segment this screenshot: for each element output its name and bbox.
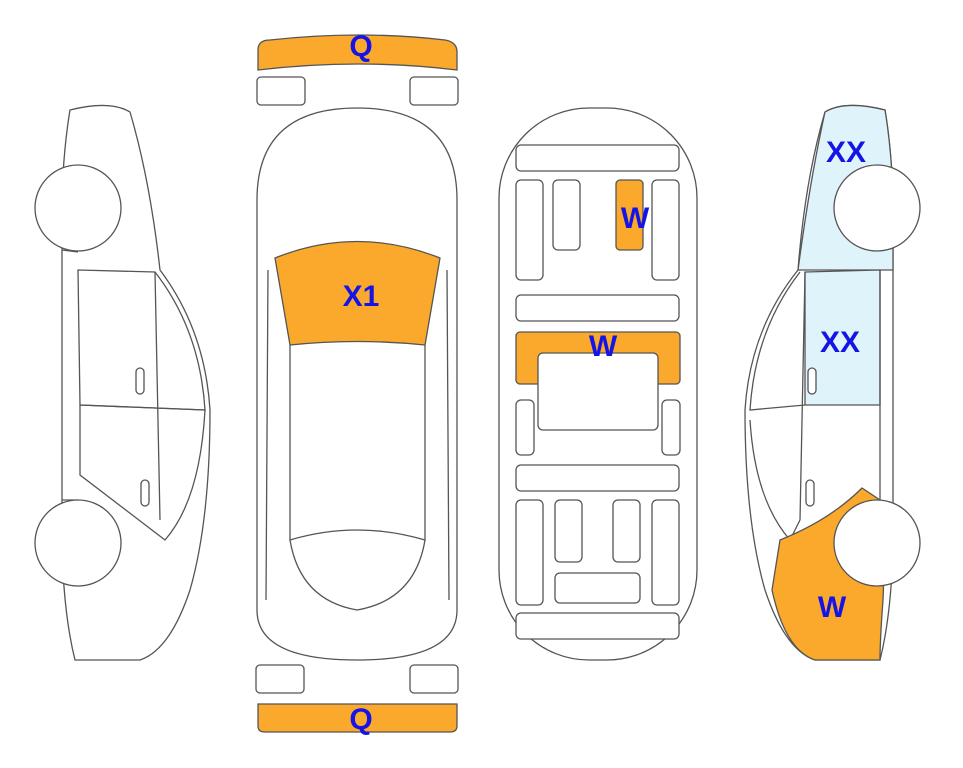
rear-bumper-damage[interactable]: [257, 703, 458, 733]
front-right-light: [409, 76, 459, 106]
left-rear-wheel: [34, 499, 122, 587]
right-rear-wheel: [833, 499, 921, 587]
front-bumper-damage[interactable]: [257, 34, 458, 71]
underbody-front-label: W: [621, 202, 650, 235]
front-left-light: [256, 76, 306, 106]
left-front-door-handle: [135, 367, 145, 395]
top-body: [256, 107, 458, 661]
underbody-front-damage[interactable]: [615, 179, 644, 251]
right-rear-quarter-label: W: [818, 591, 847, 624]
top-view: Q X1 Q: [255, 30, 459, 736]
right-side-view: XX XX W: [744, 104, 921, 661]
front-bumper-label: Q: [349, 30, 372, 63]
rear-left-light: [255, 664, 305, 694]
left-front-wheel: [34, 164, 122, 252]
underbody-middle-label: W: [589, 330, 618, 363]
rear-right-light: [409, 664, 459, 694]
right-front-door-handle: [807, 367, 817, 395]
left-rear-door-handle: [140, 479, 150, 507]
underside-view: W W: [498, 107, 698, 661]
right-front-door-label: XX: [820, 326, 860, 359]
windshield-label: X1: [343, 280, 380, 313]
right-front-fender-label: XX: [826, 136, 866, 169]
right-rear-door-handle: [805, 479, 815, 507]
rear-bumper-label: Q: [349, 703, 372, 736]
left-side-view: [34, 104, 211, 661]
windshield-damage[interactable]: [274, 240, 441, 346]
right-front-wheel: [833, 164, 921, 252]
